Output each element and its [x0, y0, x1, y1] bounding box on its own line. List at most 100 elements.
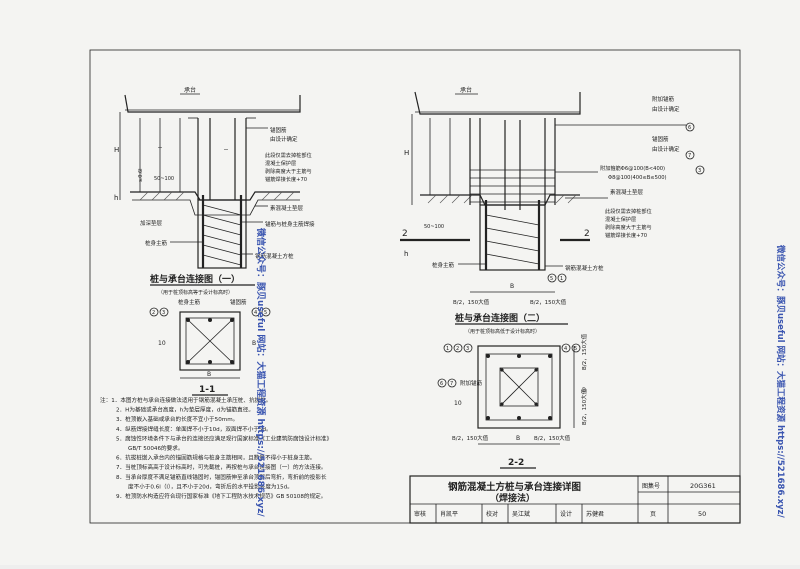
- label-bydesign-left: 由设计确定: [270, 135, 298, 143]
- note-line: 度不小于0.6l（l），且不小于20d，弯折后的水平投影长度为15d。: [128, 482, 293, 490]
- section-1-1-outline: [179, 311, 241, 371]
- label-remove2-right: 混凝土保护层: [605, 215, 636, 223]
- figure-right: 2 2 H 50~100 h B/2，150大值 B B/2，150大值 承台 …: [400, 86, 705, 335]
- dim-10-11: 10: [158, 340, 166, 347]
- svg-text:3: 3: [698, 168, 701, 174]
- tb-checker: 吴江斌: [512, 510, 530, 518]
- dim-B2a-22: B/2，150大值: [452, 434, 489, 442]
- dim-rightB-22: B: [582, 387, 586, 394]
- tb-title-line1: 钢筋混凝土方桩与承台连接详图: [448, 481, 581, 493]
- dim-h1-left: h: [114, 194, 118, 202]
- pad-left: [130, 191, 300, 201]
- label-deeppad-left: 加深垫层: [140, 219, 163, 227]
- dim-lab-left: l: [158, 147, 164, 148]
- note-line: 2．H为基础或承台高度，h为垫层厚度，d为锚筋直径。: [116, 406, 254, 414]
- svg-text:6: 6: [440, 381, 443, 387]
- tb-designer: 苏健君: [586, 510, 604, 518]
- tb-check-label: 校对: [486, 510, 498, 518]
- pile-right: [479, 204, 546, 271]
- note-line: 4．纵筋焊接焊缝长度：单面焊不小于10d，双面焊不小于5d。: [116, 425, 272, 433]
- pad-left-deep: [132, 199, 300, 216]
- label-extraanchor-22: 附加锚筋: [460, 379, 483, 387]
- dim-B2a-right: B/2，150大值: [453, 298, 490, 306]
- watermark-right: 微信公众号：豚贝useful 网站：大猫工程资源 https://521686.…: [775, 244, 786, 519]
- label-remove4-right: 锚筋焊接长度+70: [605, 231, 647, 239]
- label-extraspec2-right: Φ8@100(400≤B≤500): [608, 175, 667, 181]
- svg-text:3: 3: [466, 346, 469, 352]
- pad-hatch-right: [427, 194, 577, 204]
- section-mark-left: 2: [402, 229, 408, 239]
- svg-text:2: 2: [152, 310, 155, 316]
- pad-right: [420, 194, 580, 206]
- section-1-1: 桩身主筋 锚固筋 2 3 4 5 10 B B 1-1: [149, 298, 271, 396]
- dim-h1-right: h: [404, 250, 408, 258]
- svg-text:1: 1: [446, 346, 449, 352]
- label-remove2-left: 混凝土保护层: [265, 159, 296, 167]
- label-weld-left: 锚筋与桩身主筋焊接: [265, 220, 315, 228]
- tb-page-label: 页: [650, 511, 656, 518]
- svg-text:5: 5: [574, 346, 577, 352]
- section-2-2: 1 2 3 4 5 6 7 附加锚筋 10 B/2，150大值 B B/2，15…: [437, 333, 588, 469]
- tb-page-no: 50: [698, 510, 706, 518]
- dim-B-22: B: [516, 435, 520, 442]
- sheet-border: [89, 49, 741, 524]
- subtitle-left: （用于桩顶标高等于设计标高时）: [158, 289, 233, 296]
- title-left: 桩与承台连接图（一）: [150, 273, 240, 285]
- dim-rightB2b-22: B/2，150大值: [580, 388, 588, 425]
- dim-la-left: l: [224, 149, 230, 150]
- title-right: 桩与承台连接图（二）: [455, 312, 545, 324]
- section-2-2-outline: [477, 345, 561, 429]
- label-pilerebar-11: 桩身主筋: [178, 298, 201, 306]
- svg-text:6: 6: [688, 125, 691, 131]
- pile-left: [197, 199, 247, 269]
- note-line: 3．桩顶嵌入基础或承台的长度不宜小于50mm。: [116, 415, 238, 423]
- note-line: 7．当桩顶标高高于设计标高时，可先截桩，再按桩与承台连接图（一）的方法连接。: [116, 463, 327, 471]
- pad-hatch-left: [139, 191, 295, 201]
- label-extraspec1-right: 附加箍筋Φ6@100(B<400): [600, 164, 665, 172]
- tb-review-label: 审核: [414, 510, 426, 518]
- tb-design-label: 设计: [560, 510, 572, 518]
- title-1-1: 1-1: [199, 385, 215, 395]
- label-pile-left: 钢筋混凝土方桩: [255, 252, 294, 260]
- note-line: 注：1．本图方桩与承台连接做法适用于钢筋混凝土承压桩、抗拔桩。: [100, 396, 271, 404]
- dim-50100-right: 50~100: [424, 224, 444, 230]
- dim-B2b-right: B/2，150大值: [530, 298, 567, 306]
- svg-text:7: 7: [688, 153, 691, 159]
- note-line: 9．桩顶防水构造应符合现行国家标准《地下工程防水技术规范》GB 50108的规定…: [116, 492, 326, 500]
- label-cap-left: 承台: [184, 86, 196, 94]
- label-remove4-left: 锚筋焊接长度+70: [265, 175, 307, 183]
- tb-reviewer: 肖凯平: [440, 510, 458, 518]
- notes-block: 注：1．本图方桩与承台连接做法适用于钢筋混凝土承压桩、抗拔桩。 2．H为基础或承台…: [100, 396, 332, 500]
- dim-H-left: H: [114, 146, 119, 154]
- tb-atlas-label: 图集号: [642, 482, 660, 490]
- note-line: GB/T 50046的要求。: [128, 444, 183, 452]
- label-cap-right: 承台: [460, 86, 472, 94]
- label-remove3-right: 剥除高度大于主筋与: [605, 223, 652, 231]
- label-extraanchor-right: 附加锚筋: [652, 95, 675, 103]
- svg-text:4: 4: [254, 310, 257, 316]
- svg-text:4: 4: [564, 346, 567, 352]
- label-anchor-right: 锚固筋: [652, 135, 669, 143]
- label-anchor-left: 锚固筋: [270, 126, 287, 134]
- watermark-mid: 微信公众号：豚贝useful 网站：大猫工程资源 https://521686.…: [255, 227, 267, 517]
- dim-len-left: ≥0.6l: [138, 168, 144, 182]
- dim-B-right: B: [510, 283, 514, 290]
- extra-stirrups-right: [470, 169, 555, 203]
- cap-outline-right: [414, 91, 581, 115]
- dim-rightB2a-22: B/2，150大值: [580, 333, 588, 370]
- note-line: 8．当承台厚度不满足锚筋直线锚固时，锚固筋伸至承台顶部后弯折，弯折前的投影长: [116, 473, 327, 481]
- dim-10-22: 10: [454, 400, 462, 407]
- dim-B2b-22: B/2，150大值: [534, 434, 571, 442]
- svg-text:2: 2: [456, 346, 459, 352]
- tb-atlas-no: 20G361: [690, 482, 716, 490]
- label-plainpad-left: 素混凝土垫层: [270, 204, 304, 212]
- label-plainpad-right: 素混凝土垫层: [610, 188, 644, 196]
- svg-text:1: 1: [560, 276, 563, 282]
- svg-text:5: 5: [264, 310, 267, 316]
- label-pile-right: 钢筋混凝土方桩: [565, 264, 604, 272]
- label-remove1-left: 此段仅需去掉桩部位: [265, 151, 312, 159]
- stirrups-left: [202, 204, 242, 266]
- label-pilerebar-left: 桩身主筋: [145, 239, 168, 247]
- label-bydesign2-right: 由设计确定: [652, 145, 680, 153]
